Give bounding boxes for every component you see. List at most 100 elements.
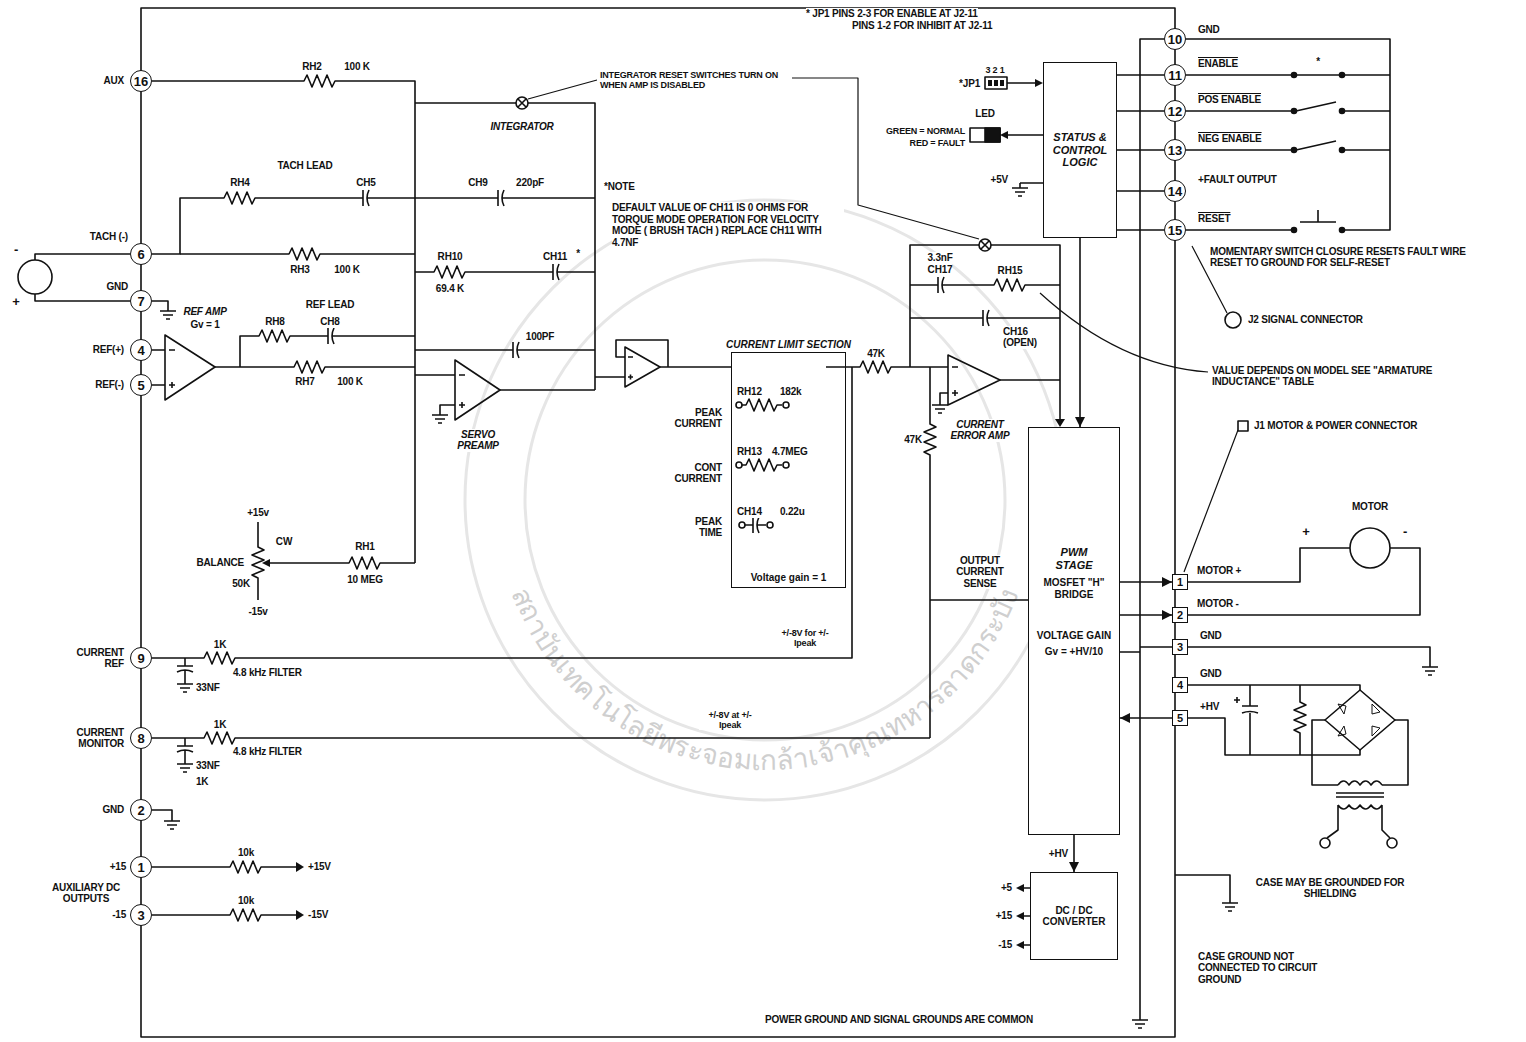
connector-symbol: [1387, 838, 1397, 848]
watermark-seal: [465, 200, 1065, 800]
capacitor-symbol: [177, 190, 996, 759]
pin-circle: 2: [130, 799, 152, 821]
wire: [152, 367, 852, 658]
signal-label: *: [576, 248, 580, 260]
signal-wire: [1117, 190, 1164, 192]
switch-contact: [1292, 109, 1297, 114]
watermark-seal: [465, 200, 1065, 800]
resistor-symbol: [1294, 698, 1306, 738]
signal-label: PINS 1-2 FOR INHIBIT AT J2-11: [852, 20, 992, 32]
op-amp-symbol: [952, 367, 958, 396]
signal-label: REF(+): [93, 344, 124, 356]
signal-label: *NOTE: [604, 181, 635, 193]
connector-symbol: [1238, 421, 1248, 431]
pin-number: 15: [1168, 224, 1182, 237]
motor-symbol: [18, 260, 1390, 568]
op-amp-symbol: [625, 347, 660, 387]
wire: [258, 522, 415, 600]
signal-label: 10k: [238, 895, 254, 907]
resistor-symbol: [255, 330, 295, 342]
block-label: DC / DC CONVERTER: [1038, 905, 1110, 928]
signal-label: 1K: [214, 719, 226, 731]
arrowhead-symbol: [1016, 941, 1024, 949]
capacitor-symbol: [545, 264, 566, 280]
wire: [1175, 875, 1230, 898]
component-terminal: [736, 402, 742, 408]
signal-label: RESET: [1198, 213, 1230, 225]
reset-switch: [979, 239, 991, 251]
component-terminal: [783, 462, 789, 468]
switch-contact: [1340, 148, 1345, 153]
signal-label: 1K: [214, 639, 226, 651]
signal-label: CH8: [320, 316, 339, 328]
pin-number: 5: [1177, 713, 1183, 724]
signal-label: CASE MAY BE GROUNDED FOR SHIELDING: [1240, 877, 1420, 900]
block-label: Gv = +HV/10: [1032, 646, 1116, 658]
arrowhead-symbol: [1055, 419, 1065, 427]
wire: [415, 340, 731, 410]
wire: [1005, 83, 1043, 183]
arrowhead-symbol: [296, 862, 304, 872]
signal-label: ENABLE: [1198, 58, 1238, 70]
signal-label: RH4: [230, 177, 249, 189]
signal-label: +/-8V for +/-Ipeak: [774, 628, 836, 649]
signal-label: PEAK TIME: [682, 516, 722, 539]
signal-label: CURRENT ERROR AMP: [949, 419, 1011, 442]
capacitor-symbol: [177, 658, 193, 679]
signal-label: 1K: [196, 776, 208, 788]
signal-label: +5V: [991, 174, 1008, 186]
signal-label: MOTOR -: [1197, 598, 1239, 610]
signal-label: NEG ENABLE: [1198, 133, 1262, 145]
arrowhead-symbol: [1000, 131, 1008, 139]
signal-label: GND: [1200, 630, 1222, 642]
component-terminal: [736, 462, 742, 468]
signal-label: 182k: [780, 386, 801, 398]
ground-symbol: [1132, 1015, 1148, 1028]
signal-label: RH2: [302, 61, 321, 73]
pin-number: 2: [1177, 610, 1183, 621]
signal-label: 100 K: [344, 61, 370, 73]
block-label: Voltage gain = 1: [751, 572, 827, 584]
jumper-pins: [988, 80, 992, 86]
signal-label: RH13: [737, 446, 762, 458]
signal-label: CURRENT REF: [62, 647, 124, 670]
ground-symbol: [932, 400, 948, 413]
jumper-pins: [994, 80, 998, 86]
signal-label: +5: [1001, 882, 1012, 894]
wire: [152, 350, 165, 385]
signal-label: RH15: [998, 265, 1023, 277]
signal-label: OUTPUT CURRENT SENSE: [949, 555, 1011, 590]
signal-label: +: [1302, 525, 1309, 540]
resistor-symbol: [200, 652, 240, 664]
signal-label: CH5: [356, 177, 375, 189]
signal-label: GND: [102, 804, 124, 816]
motor-symbol: [18, 260, 52, 294]
watermark-path: [495, 500, 1035, 770]
signal-label: RH1: [355, 541, 374, 553]
connector-pin: 3: [1172, 639, 1188, 655]
wiring: [18, 8, 1438, 1037]
arrowhead-symbol: [1016, 912, 1024, 920]
signal-label: MOMENTARY SWITCH CLOSURE RESETS FAULT WI…: [1210, 246, 1475, 269]
op-amp-symbol: [459, 375, 465, 408]
op-amp-symbol: [455, 360, 500, 420]
signal-label: +FAULT OUTPUT: [1198, 174, 1277, 186]
wire: [1327, 781, 1390, 838]
signal-label: CH16 (OPEN): [1003, 326, 1055, 349]
switch-contact: [1292, 73, 1345, 233]
signal-label: CH11: [543, 251, 567, 263]
signal-label: 69.4 K: [436, 283, 464, 295]
signal-label: 100 K: [337, 376, 363, 388]
signal-label: -: [14, 243, 18, 258]
block-box: PWM STAGEMOSFET "H" BRIDGEVOLTAGE GAINGv…: [1028, 427, 1120, 835]
op-amp-symbol: [169, 350, 175, 388]
resistor-symbol: [226, 861, 266, 873]
wire: [910, 245, 1060, 421]
signal-label: +/-8V at +/-Ipeak: [699, 710, 761, 731]
signal-wire: [1120, 581, 1172, 583]
signal-label: +15: [996, 910, 1012, 922]
arrowhead-symbol: [1016, 884, 1024, 892]
wire-label: +HV: [1049, 848, 1068, 860]
reset-switch: [516, 97, 991, 251]
signal-label: POWER GROUND AND SIGNAL GROUNDS ARE COMM…: [765, 1014, 1033, 1026]
